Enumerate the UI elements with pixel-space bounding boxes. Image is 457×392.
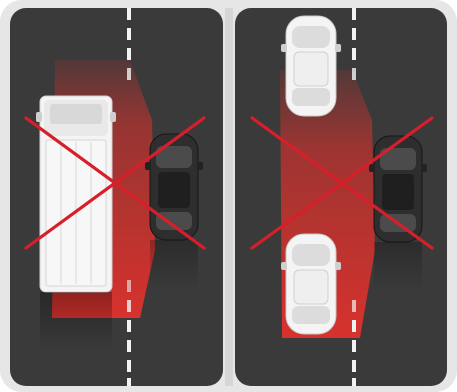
adjacent-car-right: [369, 136, 427, 242]
truck-shadow: [40, 292, 112, 352]
adjacent-car-left-shadow: [150, 240, 198, 290]
truck-vehicle: [36, 96, 116, 292]
panel-left: [10, 8, 223, 386]
blind-spot-car-right: [281, 234, 341, 334]
top-car-right: [281, 16, 341, 116]
panel-right: [235, 8, 447, 386]
adjacent-car-left: [145, 134, 203, 240]
panel-divider: [225, 8, 233, 386]
adjacent-car-right-shadow: [374, 242, 422, 292]
